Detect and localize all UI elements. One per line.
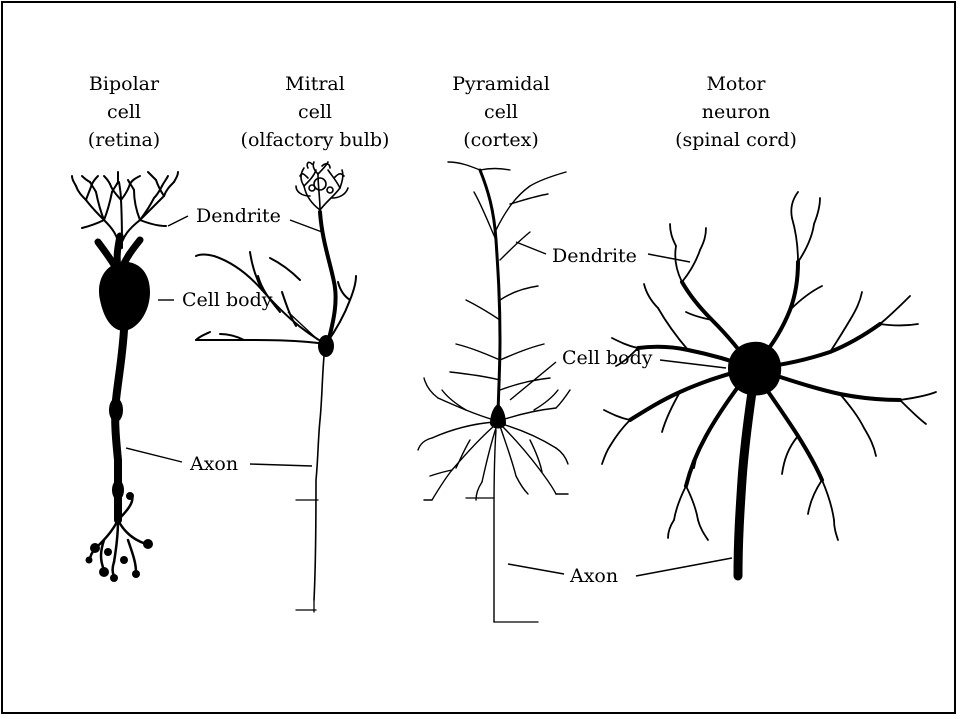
title-bipolar-line-2: cell — [107, 101, 141, 123]
title-bipolar-line-3: (retina) — [88, 129, 160, 151]
bipolar-cell-body-label: Cell body — [182, 289, 273, 311]
title-mitral: Mitral cell (olfactory bulb) — [241, 73, 390, 151]
pyramidal-axon-leader — [508, 564, 564, 574]
title-bipolar: Bipolar cell (retina) — [88, 73, 160, 151]
pyramidal-axon-label: Axon — [569, 565, 618, 587]
title-motor-line-2: neuron — [702, 101, 770, 123]
mitral-dendrite-leader — [290, 220, 322, 232]
bipolar-dendrite-label: Dendrite — [196, 205, 281, 227]
title-motor: Motor neuron (spinal cord) — [675, 73, 797, 151]
bipolar-dendrite-leader — [168, 216, 188, 226]
bipolar-cell-drawing — [72, 172, 178, 582]
pyramidal-dendrite-label: Dendrite — [552, 245, 637, 267]
motor-axon-leader — [636, 558, 732, 576]
bipolar-axon-leader — [126, 448, 182, 462]
mitral-cell-drawing — [196, 162, 356, 612]
title-mitral-line-1: Mitral — [285, 73, 345, 95]
title-pyramidal-line-1: Pyramidal — [452, 73, 550, 95]
title-mitral-line-2: cell — [298, 101, 332, 123]
title-mitral-line-3: (olfactory bulb) — [241, 129, 390, 151]
pyramidal-cell-body-leader — [510, 362, 556, 400]
title-pyramidal-line-3: (cortex) — [463, 129, 539, 151]
mitral-axon-label: Axon — [189, 453, 238, 475]
pyramidal-dendrite-leader — [516, 242, 546, 254]
mitral-cell-body-leader — [288, 312, 318, 340]
title-motor-line-1: Motor — [706, 73, 766, 95]
motor-neuron-drawing — [602, 192, 936, 576]
mitral-axon-leader — [250, 464, 312, 466]
pyramidal-cell-drawing — [418, 162, 570, 622]
motor-cell-body-leader — [660, 360, 726, 368]
title-motor-line-3: (spinal cord) — [675, 129, 797, 151]
title-bipolar-line-1: Bipolar — [89, 73, 160, 95]
title-pyramidal: Pyramidal cell (cortex) — [452, 73, 550, 151]
pyramidal-cell-body-label: Cell body — [562, 347, 653, 369]
title-pyramidal-line-2: cell — [484, 101, 518, 123]
motor-dendrite-leader — [648, 254, 690, 262]
